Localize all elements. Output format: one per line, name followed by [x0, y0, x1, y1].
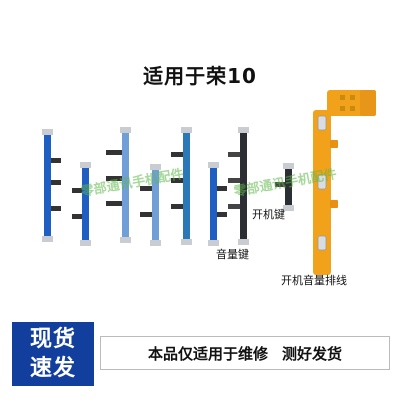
notice-banner: 本品仅适用于维修 测好发货	[100, 336, 390, 370]
power-key-label: 开机键	[252, 208, 285, 221]
notice-text-tested: 测好发货	[282, 344, 343, 363]
light-blue-button-set	[106, 127, 161, 246]
volume-key-label: 音量键	[216, 248, 249, 261]
badge-line-1: 现货	[29, 327, 76, 352]
flex-cable	[313, 90, 376, 275]
in-stock-badge: 现货 速发	[12, 322, 94, 386]
badge-line-2: 速发	[29, 356, 76, 381]
notice-text-repair: 本品仅适用于维修	[147, 344, 268, 363]
flex-cable-label: 开机音量排线	[281, 274, 347, 287]
black-button-set	[228, 127, 294, 245]
page-title: 适用于荣10	[143, 64, 257, 88]
dark-blue-button-set	[42, 129, 91, 246]
teal-blue-button-set	[171, 127, 227, 246]
